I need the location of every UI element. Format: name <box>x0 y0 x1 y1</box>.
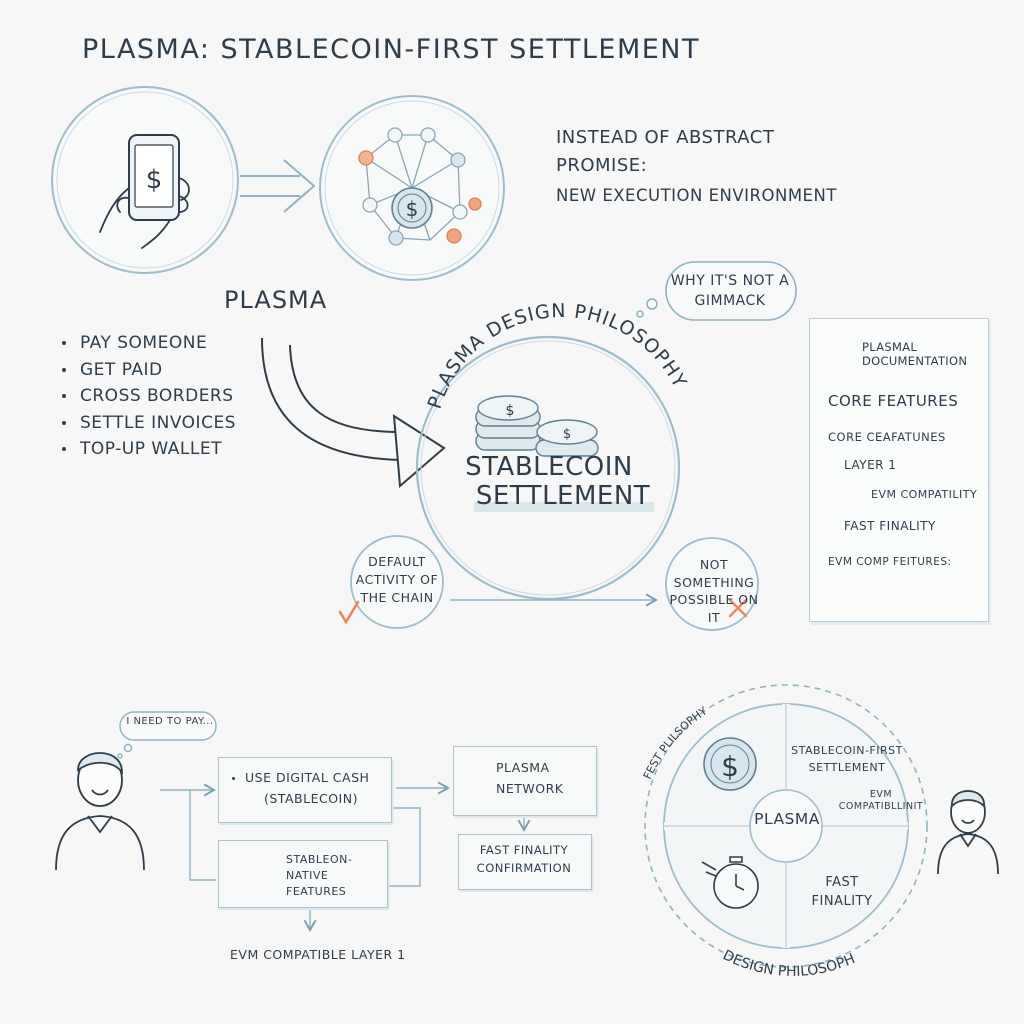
double-arrow-right-icon <box>240 159 315 213</box>
use-case-list: PAY SOMEONE GET PAID CROSS BORDERS SETTL… <box>62 330 236 463</box>
page-title: PLASMA: STABLECOIN-FIRST SETTLEMENT <box>82 34 700 65</box>
evm-layer-text: EVM COMPATIBLE LAYER 1 <box>230 947 406 962</box>
blockchain-network-icon <box>358 127 482 246</box>
stablecoin-native-text: STABLEON-NATIVE FEATURES <box>286 853 353 898</box>
use-line-1: USE DIGITAL CASH <box>245 770 370 785</box>
highlight-stroke <box>474 502 654 512</box>
bullet <box>62 420 66 425</box>
clock-icon <box>701 856 759 909</box>
wheel-evm: EVM COMPATIBLLINIT <box>838 789 924 812</box>
promise-line-3: NEW EXECUTION ENVIRONMENT <box>556 186 837 205</box>
default-activity-text: DEFAULT ACTIVITY OF THE CHAIN <box>355 554 439 605</box>
doc-evm-features: EVM COMP FEITURES: <box>828 556 952 568</box>
design-philosophy-arc-label: PLASMA DESIGN PHILOSOPHY <box>424 300 691 412</box>
list-item: CROSS BORDERS <box>62 383 236 410</box>
thought-bubble <box>636 261 797 321</box>
list-item: PAY SOMEONE <box>62 330 236 357</box>
doc-panel-title: PLASMAL DOCUMENTATION <box>862 340 968 368</box>
stablecoin-native-box <box>218 840 388 908</box>
thought-text: I NEED TO PAY... <box>126 716 214 727</box>
coin-stack-icon <box>475 395 599 457</box>
use-digital-cash-text: USE DIGITAL CASH <box>232 770 369 785</box>
plasma-label: PLASMA <box>224 286 328 314</box>
doc-item-evm: EVM COMPATILITY <box>871 488 978 501</box>
plasma-network-text: PLASMA NETWORK <box>496 760 564 796</box>
default-node-circle <box>350 535 444 629</box>
plasma-network-box <box>453 746 597 816</box>
flow-connectors <box>160 781 531 932</box>
list-item-label: SETTLE INVOICES <box>80 412 236 433</box>
svg-text:$: $ <box>721 750 739 783</box>
list-item-label: PAY SOMEONE <box>80 333 208 354</box>
bullet <box>62 447 66 452</box>
person-right-icon <box>937 790 999 875</box>
thought-bubble-small <box>117 711 217 759</box>
list-item-label: CROSS BORDERS <box>80 386 234 407</box>
bullet <box>62 367 66 372</box>
coin-dollar-icon: $ <box>506 403 515 419</box>
list-item: TOP-UP WALLET <box>62 436 236 463</box>
cross-icon <box>728 598 748 618</box>
documentation-panel <box>809 318 989 622</box>
bullet <box>232 777 235 780</box>
promise-line-2: PROMISE: <box>556 155 648 176</box>
doc-sub-heading: CORE CEAFATUNES <box>828 430 946 444</box>
person-left-icon <box>55 752 145 871</box>
check-icon <box>338 600 360 625</box>
wheel-fast-finality: FAST FINALITY <box>811 875 873 909</box>
use-line-2: (STABLECOIN) <box>264 791 358 806</box>
list-item-label: GET PAID <box>80 359 163 380</box>
coin-dollar-icon: $ <box>563 427 571 442</box>
doc-core-features: CORE FEATURES <box>828 392 959 410</box>
wheel-center-label: PLASMA <box>754 810 820 828</box>
promise-line-1: INSTEAD OF ABSTRACT <box>556 127 775 148</box>
dollar-coin-icon: $ <box>703 737 757 791</box>
bullet <box>62 394 66 399</box>
not-possible-node-circle <box>665 537 759 631</box>
phone-hand-icon: $ <box>99 134 190 249</box>
use-digital-cash-box <box>218 757 392 823</box>
dollar-coin-icon: $ <box>406 197 419 221</box>
list-item-label: TOP-UP WALLET <box>80 439 222 460</box>
bubble-text: WHY IT'S NOT A GIMMACK <box>670 273 790 309</box>
doc-item-layer-1: LAYER 1 <box>844 458 897 472</box>
design-philosophy-circle <box>415 335 681 601</box>
fast-finality-box <box>458 834 592 890</box>
bullet <box>62 341 66 346</box>
svg-text:$: $ <box>146 165 163 195</box>
fast-finality-text: FAST FINALITY CONFIRMATION <box>476 843 572 875</box>
wheel-stablecoin-first: STABLECOIN-FIRST SETTLEMENT <box>791 744 903 774</box>
list-item: SETTLE INVOICES <box>62 410 236 437</box>
list-item: GET PAID <box>62 357 236 384</box>
doc-item-finality: FAST FINALITY <box>844 519 936 533</box>
settlement-title-line-2: SETTLEMENT <box>475 481 651 511</box>
not-possible-text: NOT SOMETHING POSSIBLE ON IT <box>669 557 759 625</box>
settlement-title-line-1: STABLECOIN <box>465 452 633 482</box>
